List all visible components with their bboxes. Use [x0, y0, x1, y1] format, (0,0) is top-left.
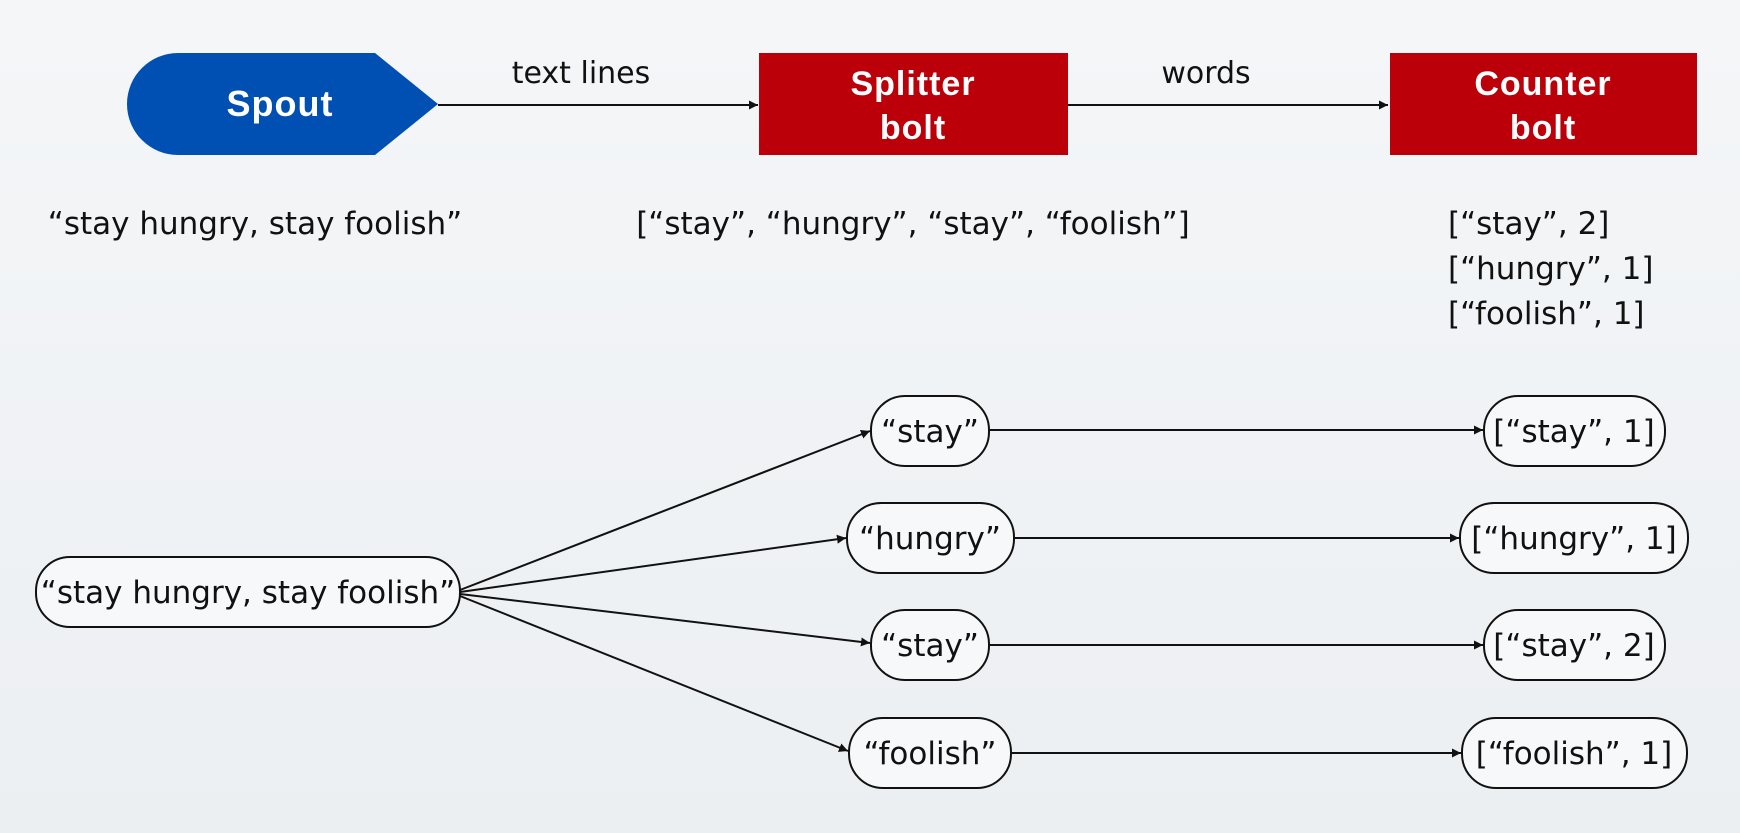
edge-source-to-word-4: [459, 595, 849, 752]
spout-label: Spout: [227, 83, 334, 124]
spout-node: Spout: [127, 53, 438, 155]
counter-bolt-node: Counter bolt: [1390, 53, 1697, 155]
splitter-sample-output: [“stay”, “hungry”, “stay”, “foolish”]: [636, 206, 1190, 242]
spout-shape: [127, 53, 438, 155]
word-node-4: “foolish”: [848, 717, 1012, 789]
edge-label-words: words: [1161, 56, 1250, 91]
splitter-bolt-title: Splitter: [850, 65, 975, 103]
splitter-bolt-node: Splitter bolt: [759, 53, 1068, 155]
counter-bolt-title: Counter: [1474, 65, 1611, 103]
edge-source-to-word-3: [459, 593, 871, 647]
count-node-3: [“stay”, 2]: [1483, 609, 1666, 681]
count-node-3-label: [“stay”, 2]: [1493, 628, 1654, 664]
splitter-bolt-subtitle: bolt: [880, 109, 946, 147]
count-node-4: [“foolish”, 1]: [1461, 717, 1688, 789]
word-node-1-label: “stay”: [881, 414, 979, 450]
counter-sample-output-2: [“hungry”, 1]: [1448, 251, 1653, 287]
counter-bolt-box: [1390, 53, 1697, 155]
word-node-3-label: “stay”: [881, 628, 979, 664]
word-node-4-label: “foolish”: [864, 736, 997, 772]
word-node-2: “hungry”: [846, 502, 1015, 574]
count-node-2: [“hungry”, 1]: [1459, 502, 1689, 574]
edge-source-to-word-1: [459, 430, 871, 591]
counter-sample-output-3: [“foolish”, 1]: [1448, 296, 1645, 332]
count-node-4-label: [“foolish”, 1]: [1476, 736, 1673, 772]
count-node-1-label: [“stay”, 1]: [1493, 414, 1654, 450]
edge-source-to-word-2: [459, 534, 847, 593]
word-node-3: “stay”: [870, 609, 990, 681]
source-sentence-label: “stay hungry, stay foolish”: [41, 575, 455, 611]
count-node-1: [“stay”, 1]: [1483, 395, 1666, 467]
counter-sample-output-1: [“stay”, 2]: [1448, 206, 1609, 242]
counter-bolt-subtitle: bolt: [1510, 109, 1576, 147]
source-sentence-node: “stay hungry, stay foolish”: [35, 556, 461, 628]
count-node-2-label: [“hungry”, 1]: [1471, 521, 1676, 557]
splitter-bolt-box: [759, 53, 1068, 155]
edge-label-text-lines: text lines: [512, 56, 651, 91]
word-node-1: “stay”: [870, 395, 990, 467]
spout-sample-output: “stay hungry, stay foolish”: [48, 206, 462, 242]
word-node-2-label: “hungry”: [859, 521, 1001, 557]
